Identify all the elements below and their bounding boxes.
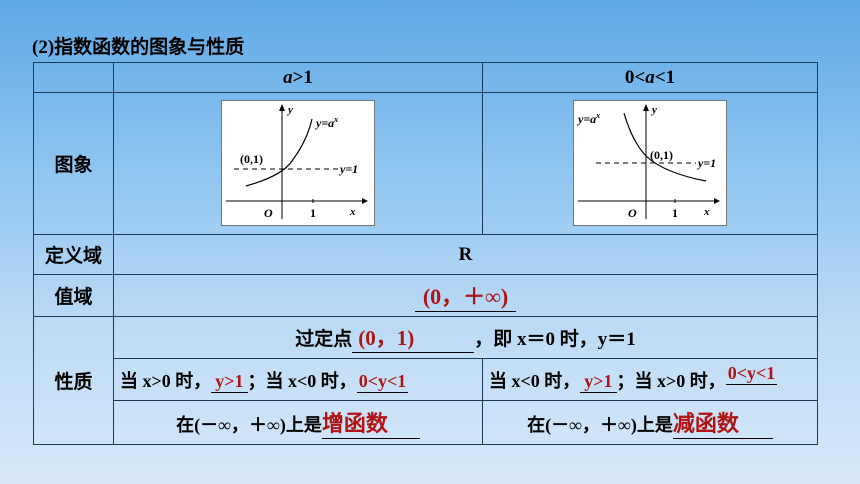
curve-label: y=ax <box>576 111 600 126</box>
graph-cell-increasing: y x O 1 (0,1) y=1 y=ax <box>113 92 483 235</box>
monotonic-inc-answer: 增函数 <box>321 406 420 439</box>
sign-dec-answer-2: 0<y<1 <box>725 362 778 385</box>
sign-dec-text-1: 当 x<0 时， <box>489 370 581 391</box>
sign-dec-answer-1: y>1 <box>580 371 617 393</box>
x-axis-label: x <box>349 206 356 218</box>
graph-cell-decreasing: y x O 1 (0,1) y=1 y=ax <box>482 92 818 235</box>
domain-label: 定义域 <box>33 234 114 275</box>
sign-cell-increasing: 当 x>0 时，y>1；当 x<0 时，0<y<1 <box>113 358 483 401</box>
monotonic-cell-decreasing: 在(－∞，＋∞)上是减函数 <box>482 400 818 445</box>
point-label: (0,1) <box>240 152 263 166</box>
domain-value: R <box>113 234 818 275</box>
origin-label: O <box>628 206 637 220</box>
graph-row: 图象 y x O 1 (0,1) y=1 y=ax <box>33 92 818 235</box>
y-axis-label: y <box>650 104 657 116</box>
property-label: 性质 <box>33 316 114 445</box>
curve-label: y=ax <box>314 115 338 130</box>
tick-one-label: 1 <box>672 206 678 220</box>
fixed-point-prefix: 过定点 <box>295 329 353 350</box>
fixed-point-row: 性质 过定点(0，1)，即 x＝0 时，y＝1 <box>33 316 818 445</box>
y-axis-label: y <box>286 104 293 116</box>
monotonic-dec-answer: 减函数 <box>672 406 773 439</box>
monotonic-dec-prefix: 在(－∞，＋∞)上是 <box>527 415 673 435</box>
sign-inc-answer-1: y>1 <box>211 371 248 393</box>
exponential-properties-table: a>1 0<a<1 图象 y x O 1 (0,1) y <box>33 62 818 445</box>
decreasing-graph: y x O 1 (0,1) y=1 y=ax <box>573 100 727 226</box>
asymptote-label: y=1 <box>338 162 358 176</box>
asymptote-label: y=1 <box>696 156 716 170</box>
sign-cell-decreasing: 当 x<0 时，y>1；当 x>0 时，0<y<1 <box>482 358 818 401</box>
range-answer: (0，＋∞) <box>414 279 517 312</box>
monotonic-cell-increasing: 在(－∞，＋∞)上是增函数 <box>113 400 483 445</box>
sign-row: 当 x>0 时，y>1；当 x<0 时，0<y<1 当 x<0 时，y>1；当 … <box>34 358 818 401</box>
sign-inc-text-1: 当 x>0 时， <box>120 370 212 391</box>
section-title: (2)指数函数的图象与性质 <box>32 37 245 58</box>
header-empty-cell <box>33 62 114 93</box>
range-row: 值域 (0，＋∞) <box>33 274 818 317</box>
range-cell: (0，＋∞) <box>113 274 818 317</box>
graph-label: 图象 <box>33 92 114 235</box>
header-a-gt-1: a>1 <box>113 62 483 93</box>
monotonic-row: 在(－∞，＋∞)上是增函数 在(－∞，＋∞)上是减函数 <box>34 400 818 445</box>
header-a-lt-1: 0<a<1 <box>482 62 818 93</box>
domain-row: 定义域 R <box>33 234 818 275</box>
fixed-point-answer: (0，1) <box>352 322 475 353</box>
sign-inc-text-2: ；当 x<0 时， <box>247 370 357 391</box>
sign-inc-answer-2: 0<y<1 <box>356 370 409 393</box>
fixed-point-suffix: ，即 x＝0 时，y＝1 <box>474 329 636 350</box>
increasing-graph: y x O 1 (0,1) y=1 y=ax <box>221 100 375 226</box>
monotonic-inc-prefix: 在(－∞，＋∞)上是 <box>176 415 322 435</box>
sign-dec-text-2: ；当 x>0 时， <box>616 370 726 391</box>
point-label: (0,1) <box>650 148 673 162</box>
tick-one-label: 1 <box>310 206 316 220</box>
origin-label: O <box>264 206 273 220</box>
header-row: a>1 0<a<1 <box>33 62 818 93</box>
range-label: 值域 <box>33 274 114 317</box>
x-axis-label: x <box>703 206 710 218</box>
fixed-point-cell: 过定点(0，1)，即 x＝0 时，y＝1 <box>113 316 818 359</box>
